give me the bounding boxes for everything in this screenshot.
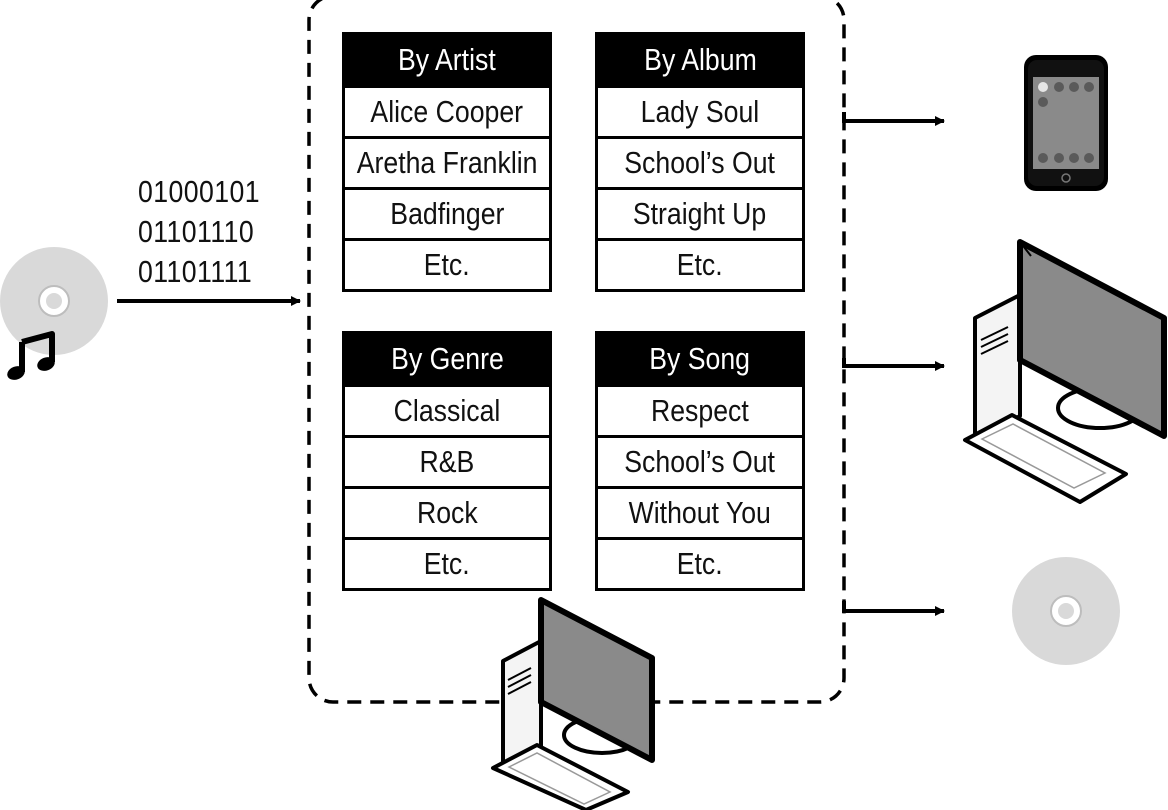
library-boundary <box>307 0 846 704</box>
table-row: School’s Out <box>598 136 802 187</box>
table-row: Rock <box>345 486 549 537</box>
library-computer-icon <box>491 597 655 810</box>
table-by-genre: By Genre Classical R&B Rock Etc. <box>342 331 552 591</box>
table-row: Etc. <box>598 238 802 289</box>
binary-line: 01000101 <box>138 174 261 209</box>
output-arrow-desktop <box>842 358 945 371</box>
table-row: Aretha Franklin <box>345 136 549 187</box>
table-row: Respect <box>598 384 802 435</box>
table-header: By Genre <box>345 334 549 384</box>
table-row: Without You <box>598 486 802 537</box>
table-header: By Artist <box>345 35 549 85</box>
table-row: Etc. <box>345 537 549 588</box>
table-by-song: By Song Respect School’s Out Without You… <box>595 331 805 591</box>
music-note-icon <box>7 331 55 380</box>
table-by-album: By Album Lady Soul School’s Out Straight… <box>595 32 805 292</box>
table-header: By Album <box>598 35 802 85</box>
table-row: Lady Soul <box>598 85 802 136</box>
table-row: School’s Out <box>598 435 802 486</box>
source-cd-icon <box>0 247 108 355</box>
output-arrow-cd <box>842 601 945 616</box>
binary-line: 01101110 <box>138 214 255 249</box>
table-row: Etc. <box>598 537 802 588</box>
table-row: Classical <box>345 384 549 435</box>
binary-data: 01000101 01101110 01101111 <box>138 172 260 292</box>
table-by-artist: By Artist Alice Cooper Aretha Franklin B… <box>342 32 552 292</box>
table-row: Alice Cooper <box>345 85 549 136</box>
table-row: Straight Up <box>598 187 802 238</box>
output-cd-icon <box>1012 557 1120 665</box>
output-arrow-phone <box>842 112 945 126</box>
table-row: Etc. <box>345 238 549 289</box>
table-row: Badfinger <box>345 187 549 238</box>
smartphone-icon <box>1024 55 1108 191</box>
desktop-computer-icon <box>963 239 1167 504</box>
table-row: R&B <box>345 435 549 486</box>
table-header: By Song <box>598 334 802 384</box>
binary-line: 01101111 <box>138 254 253 289</box>
